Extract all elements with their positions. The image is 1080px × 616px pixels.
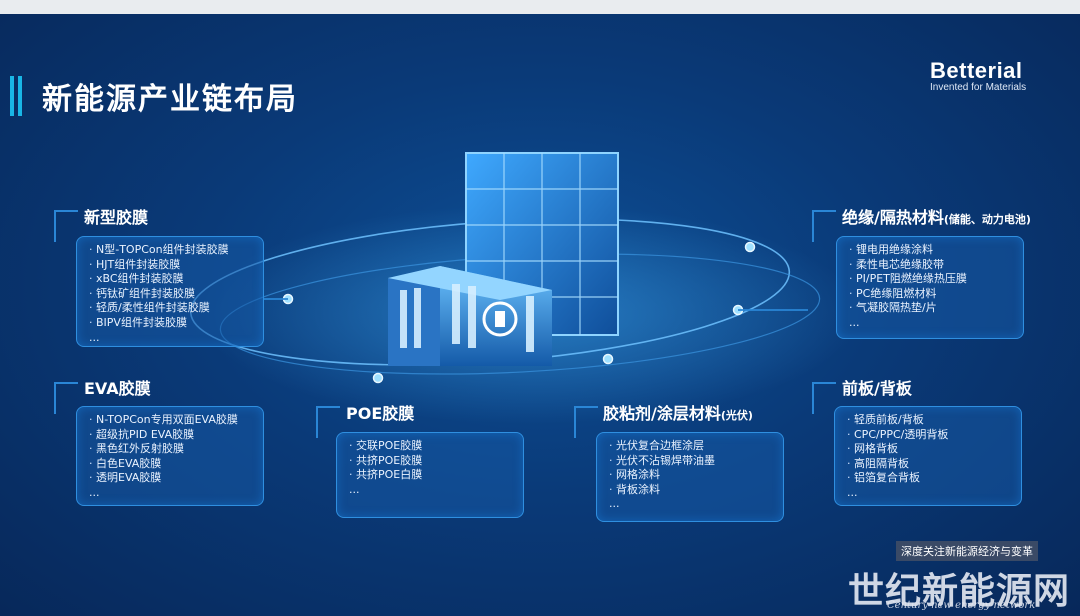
watermark-tagline: Century new energy network (887, 600, 1036, 611)
section-title-insulation-suffix: (储能、动力电池) (943, 213, 1031, 226)
bracket-decoration (812, 382, 836, 414)
list-item: ... (609, 497, 620, 511)
section-title-new-film: 新型胶膜 (84, 208, 149, 227)
bracket-decoration (812, 210, 836, 242)
list-item: 超级抗PID EVA胶膜 (89, 428, 253, 443)
card-adhesive: 光伏复合边框涂层光伏不沾锡焊带油墨网格涂料背板涂料... (596, 432, 784, 522)
list-item: 背板涂料 (609, 483, 773, 498)
section-title-frontback: 前板/背板 (842, 379, 912, 398)
card-new-film: N型-TOPCon组件封装胶膜HJT组件封装胶膜xBC组件封装胶膜钙钛矿组件封装… (76, 236, 264, 347)
list-item: 柔性电芯绝缘胶带 (849, 258, 1013, 273)
slide: 新能源产业链布局 Betterial Invented for Material… (0, 14, 1080, 616)
list-item: 光伏不沾锡焊带油墨 (609, 454, 773, 469)
watermark-tag: 深度关注新能源经济与变革 (896, 541, 1038, 561)
bracket-decoration (316, 406, 340, 438)
list-item: N-TOPCon专用双面EVA胶膜 (89, 413, 253, 428)
brand-tagline: Invented for Materials (930, 82, 1027, 93)
list-item: ... (89, 330, 100, 344)
list-item: 透明EVA胶膜 (89, 471, 253, 486)
illustration (189, 152, 860, 424)
list-item: 锂电用绝缘涂料 (849, 243, 1013, 258)
list-item: xBC组件封装胶膜 (89, 272, 253, 287)
card-frontback: 轻质前板/背板CPC/PPC/透明背板网格背板高阻隔背板铝箔复合背板... (834, 406, 1022, 506)
list-item: 网格涂料 (609, 468, 773, 483)
section-title-insulation: 绝缘/隔热材料(储能、动力电池) (842, 204, 1031, 228)
list-item: 光伏复合边框涂层 (609, 439, 773, 454)
list-item: HJT组件封装胶膜 (89, 258, 253, 273)
section-title-adhesive: 胶粘剂/涂层材料(光伏) (603, 400, 753, 424)
list-item: CPC/PPC/透明背板 (847, 428, 1011, 443)
list-item: PI/PET阻燃绝缘热压膜 (849, 272, 1013, 287)
list-item: ... (349, 482, 360, 496)
list-item: N型-TOPCon组件封装胶膜 (89, 243, 253, 258)
section-title-insulation-main: 绝缘/隔热材料 (842, 208, 944, 227)
list-item: 网格背板 (847, 442, 1011, 457)
list-item: 高阻隔背板 (847, 457, 1011, 472)
watermark-logo: 世纪新能源网 (848, 570, 1071, 612)
list-item: 轻质/柔性组件封装胶膜 (89, 301, 253, 316)
bracket-decoration (574, 406, 598, 438)
list-item: BIPV组件封装胶膜 (89, 316, 253, 331)
card-insulation: 锂电用绝缘涂料柔性电芯绝缘胶带PI/PET阻燃绝缘热压膜PC绝缘阻燃材料气凝胶隔… (836, 236, 1024, 339)
list-item: ... (849, 315, 860, 329)
list-item: 铝箔复合背板 (847, 471, 1011, 486)
brand-logo: Betterial Invented for Materials (930, 58, 1026, 93)
list-item: 共挤POE白膜 (349, 468, 513, 483)
list-item: ... (89, 485, 100, 499)
list-item: PC绝缘阻燃材料 (849, 287, 1013, 302)
list-item: 钙钛矿组件封装胶膜 (89, 287, 253, 302)
list-item: 白色EVA胶膜 (89, 457, 253, 472)
bracket-decoration (54, 210, 78, 242)
section-title-eva: EVA胶膜 (84, 379, 151, 398)
orbit-node (372, 372, 384, 384)
section-title-poe: POE胶膜 (346, 404, 415, 423)
section-title-adhesive-main: 胶粘剂/涂层材料 (603, 404, 721, 423)
list-item: ... (847, 485, 858, 499)
brand-name: Betterial (930, 58, 1023, 83)
orbit-node (744, 241, 756, 253)
card-poe: 交联POE胶膜共挤POE胶膜共挤POE白膜... (336, 432, 524, 518)
battery-container-icon (388, 266, 552, 366)
bracket-decoration (54, 382, 78, 414)
title-accent-bar (10, 76, 22, 116)
list-item: 轻质前板/背板 (847, 413, 1011, 428)
list-item: 气凝胶隔热垫/片 (849, 301, 1013, 316)
card-eva: N-TOPCon专用双面EVA胶膜超级抗PID EVA胶膜黑色红外反射胶膜白色E… (76, 406, 264, 506)
list-item: 共挤POE胶膜 (349, 454, 513, 469)
page-title: 新能源产业链布局 (42, 82, 298, 117)
section-title-adhesive-suffix: (光伏) (720, 409, 753, 422)
list-item: 黑色红外反射胶膜 (89, 442, 253, 457)
orbit-node (602, 353, 614, 365)
list-item: 交联POE胶膜 (349, 439, 513, 454)
